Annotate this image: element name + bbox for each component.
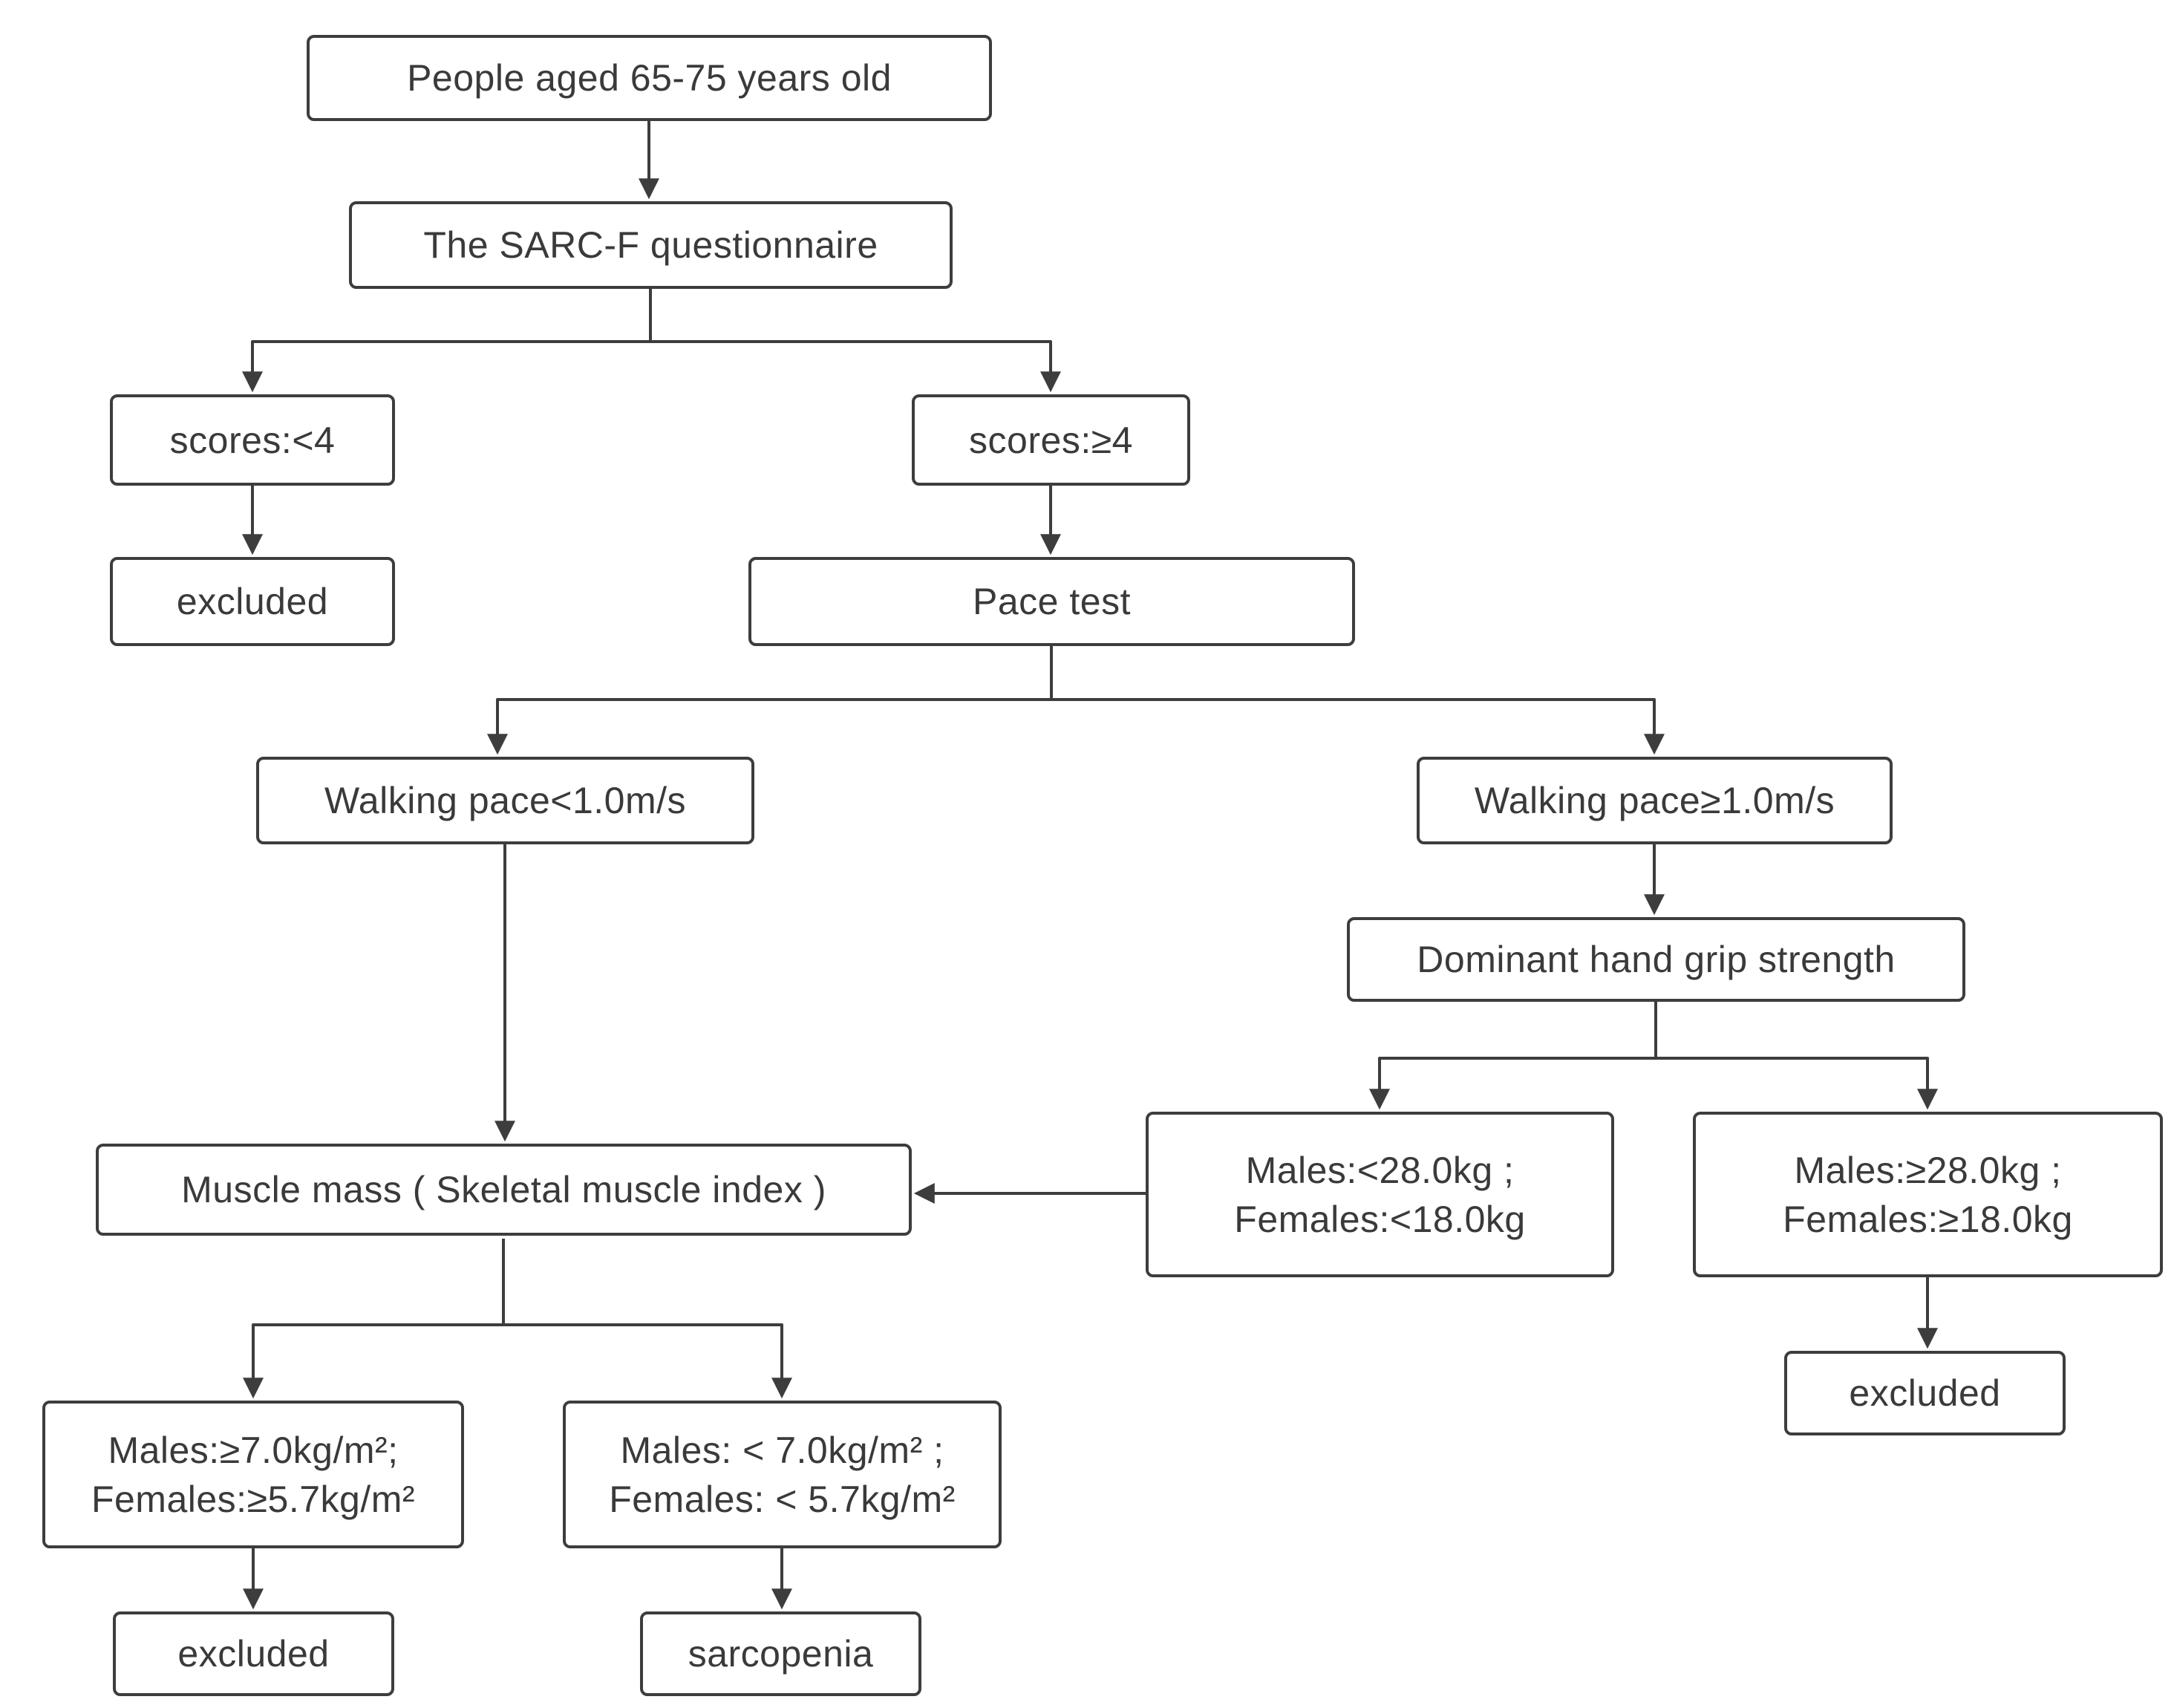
node-smi-low-criteria-label: Males: < 7.0kg/m² ; Females: < 5.7kg/m²: [609, 1429, 956, 1520]
node-pace-test-label: Pace test: [973, 581, 1131, 622]
node-walking-pace-lt: Walking pace<1.0m/s: [256, 757, 754, 844]
node-scores-lt4-label: scores:<4: [169, 419, 336, 461]
node-scores-lt4: scores:<4: [110, 394, 395, 486]
edge-muscle-mass-smi-low: [502, 1239, 792, 1399]
node-grip-ok-criteria-label: Males:≥28.0kg ; Females:≥18.0kg: [1783, 1149, 2073, 1240]
node-grip-low-criteria: Males:<28.0kg ; Females:<18.0kg: [1146, 1112, 1614, 1277]
edge-sarcf-score-lt4: [242, 289, 652, 393]
edge-grip-grip-low: [1369, 1002, 1657, 1110]
node-excluded-grip-ok-label: excluded: [1849, 1372, 2001, 1414]
node-walking-pace-lt-label: Walking pace<1.0m/s: [324, 780, 687, 821]
node-excluded-grip-ok: excluded: [1784, 1351, 2066, 1435]
node-smi-ok-criteria: Males:≥7.0kg/m²; Females:≥5.7kg/m²: [42, 1401, 464, 1548]
node-muscle-mass: Muscle mass ( Skeletal muscle index ): [96, 1144, 912, 1236]
edge-muscle-mass-smi-ok: [243, 1239, 505, 1399]
node-sarcf-questionnaire: The SARC-F questionnaire: [349, 201, 953, 289]
edge-pace-test-pace-ge: [1050, 646, 1665, 755]
node-people-aged: People aged 65-75 years old: [307, 35, 992, 121]
node-walking-pace-ge: Walking pace≥1.0m/s: [1417, 757, 1893, 844]
node-scores-ge4: scores:≥4: [912, 394, 1190, 486]
node-sarcf-questionnaire-label: The SARC-F questionnaire: [423, 224, 878, 266]
node-excluded-smi-ok: excluded: [113, 1611, 394, 1696]
node-pace-test: Pace test: [748, 557, 1355, 646]
node-people-aged-label: People aged 65-75 years old: [407, 57, 892, 99]
node-grip-low-criteria-label: Males:<28.0kg ; Females:<18.0kg: [1234, 1149, 1526, 1240]
node-smi-low-criteria: Males: < 7.0kg/m² ; Females: < 5.7kg/m²: [563, 1401, 1002, 1548]
node-sarcopenia: sarcopenia: [640, 1611, 921, 1696]
edge-grip-grip-ok: [1654, 1002, 1938, 1110]
node-excluded-low-score: excluded: [110, 557, 395, 646]
node-walking-pace-ge-label: Walking pace≥1.0m/s: [1474, 780, 1835, 821]
node-scores-ge4-label: scores:≥4: [969, 419, 1133, 461]
node-excluded-smi-ok-label: excluded: [177, 1633, 330, 1675]
edge-pace-test-pace-lt: [487, 646, 1053, 755]
node-excluded-low-score-label: excluded: [176, 581, 329, 622]
node-smi-ok-criteria-label: Males:≥7.0kg/m²; Females:≥5.7kg/m²: [91, 1429, 416, 1520]
node-sarcopenia-label: sarcopenia: [688, 1633, 874, 1675]
edge-sarcf-score-ge4: [649, 289, 1061, 393]
node-grip-strength-label: Dominant hand grip strength: [1417, 939, 1896, 980]
node-grip-ok-criteria: Males:≥28.0kg ; Females:≥18.0kg: [1693, 1112, 2163, 1277]
node-grip-strength: Dominant hand grip strength: [1347, 917, 1965, 1002]
node-muscle-mass-label: Muscle mass ( Skeletal muscle index ): [181, 1169, 826, 1210]
